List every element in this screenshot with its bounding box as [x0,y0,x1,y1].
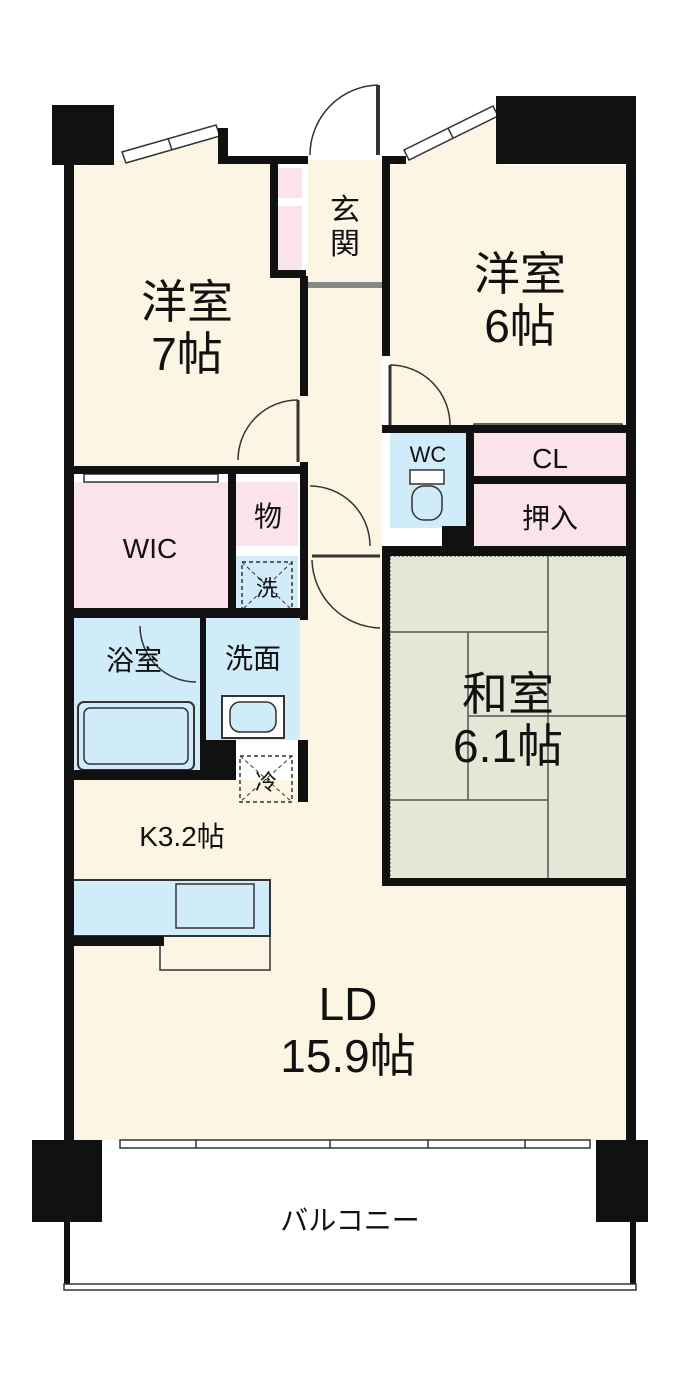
cl-floor [472,432,628,476]
room-western-7-size: 7帖 [151,328,223,380]
room-western-7-floor [70,135,300,468]
genkan-storage-top [278,168,302,198]
oshiire-label: 押入 [522,503,578,534]
bath-label: 浴室 [106,645,162,676]
fixtures [71,469,445,971]
kitchen-label: K3.2帖 [139,821,225,852]
washroom-label: 洗面 [225,643,281,674]
washer-label: 洗 [256,576,278,601]
entrance-label-bottom: 関 [330,228,360,261]
oshiire-floor [472,484,628,546]
entrance-floor [308,160,382,288]
entrance-label-top: 玄 [330,194,360,227]
ld-size: 15.9帖 [280,1030,416,1082]
wic-floor [70,482,230,610]
cl-label: CL [532,443,568,474]
washer-space-floor [236,556,298,612]
japanese-room-floor [390,556,628,880]
toilet [409,469,445,485]
ld-name: LD [319,978,378,1030]
japanese-room-name: 和室 [462,668,554,720]
labels: 洋室 7帖 洋室 6帖 玄 関 WC CL 押入 WIC 物 洗 浴室 洗面 冷… [106,194,578,1236]
ldk-floor [70,620,628,1140]
hallway-floor [300,288,382,628]
genkan-storage-bottom [278,206,302,270]
mono-label: 物 [254,501,282,532]
room-western-6-floor [390,108,628,425]
door-swings [139,84,451,683]
japanese-room-size: 6.1帖 [453,720,563,772]
mono-floor [236,482,298,546]
bathtub [77,701,195,771]
balcony-label: バルコニー [280,1205,419,1236]
wic-label: WIC [123,533,177,564]
room-western-6-name: 洋室 [474,248,566,300]
fridge-label: 冷 [255,770,277,795]
room-western-6-size: 6帖 [484,300,556,352]
balcony-floor [70,1146,630,1286]
floor-fills [70,108,630,1286]
walls [32,96,648,1291]
room-western-7-name: 洋室 [141,276,233,328]
wc-label: WC [410,442,447,467]
